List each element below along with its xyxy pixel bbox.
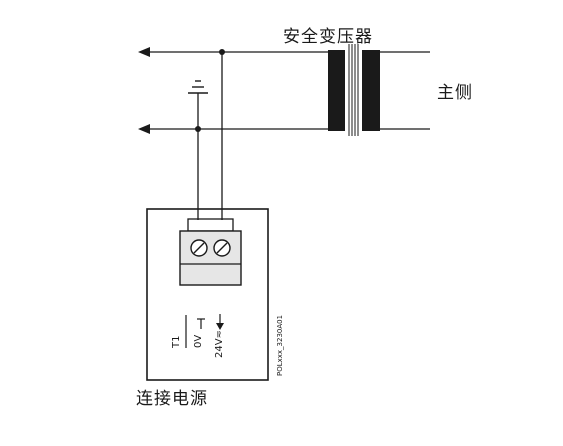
ground-mark-icon	[197, 318, 205, 329]
arrow-down-icon	[216, 314, 224, 330]
arrow-left-icon	[138, 124, 150, 134]
primary-lines	[380, 51, 430, 130]
screw-icon	[190, 239, 208, 257]
transformer-winding-primary	[362, 50, 380, 131]
screw-icon	[213, 239, 231, 257]
terminal-block	[179, 218, 242, 286]
device-housing	[146, 208, 269, 381]
connect-power-label: 连接电源	[136, 389, 208, 409]
terminal-name-label: T1	[171, 335, 182, 348]
secondary-bus-top	[138, 47, 328, 57]
transformer-winding-secondary	[328, 50, 345, 131]
primary-side-label: 主侧	[437, 83, 473, 103]
part-code-label: POLxxx_3230A01	[276, 314, 284, 376]
transformer-label: 安全变压器	[283, 27, 373, 47]
arrow-left-icon	[138, 47, 150, 57]
pin-0v-label: 0V	[193, 334, 204, 348]
secondary-bus-bottom	[138, 124, 328, 134]
transformer-symbol	[328, 44, 380, 136]
pin-24v-label: 24V≂	[214, 330, 225, 358]
ground-icon	[188, 80, 208, 129]
